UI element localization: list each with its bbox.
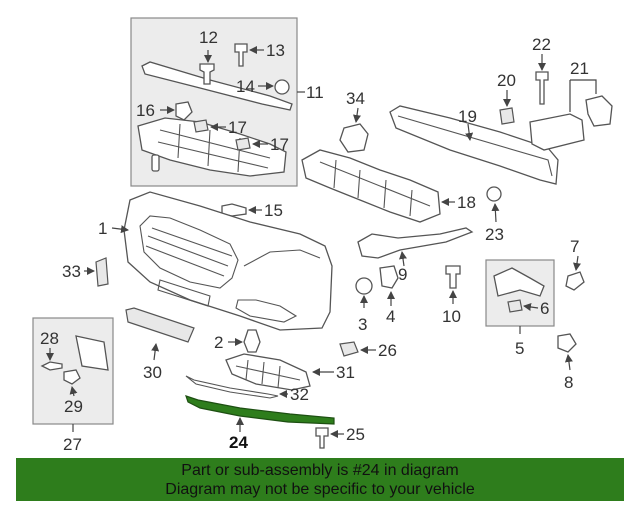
label-28[interactable]: 28 [40, 329, 59, 348]
corner-surface [243, 249, 321, 267]
label-20[interactable]: 20 [497, 71, 516, 90]
pin-2 [243, 329, 261, 353]
grille-bars [145, 227, 233, 277]
energy-absorber-upper [137, 117, 287, 177]
label-21[interactable]: 21 [570, 59, 589, 78]
leader-23 [491, 203, 500, 223]
bracket-21 [529, 113, 585, 151]
upper-strip [141, 61, 293, 111]
label-34[interactable]: 34 [346, 89, 365, 108]
label-25[interactable]: 25 [346, 425, 365, 444]
leader-7 [573, 255, 581, 271]
banner-line-2: Diagram may not be specific to your vehi… [165, 481, 475, 498]
screw-29 [63, 369, 81, 385]
clip-6 [507, 299, 523, 313]
label-11[interactable]: 11 [306, 83, 324, 102]
label-9[interactable]: 9 [398, 265, 407, 284]
label-16[interactable]: 16 [136, 101, 155, 120]
label-33[interactable]: 33 [62, 262, 81, 281]
label-17a[interactable]: 17 [228, 118, 247, 137]
label-26[interactable]: 26 [378, 341, 397, 360]
label-23[interactable]: 23 [485, 225, 504, 244]
clip-12 [199, 63, 215, 85]
fog-bezel-31 [225, 353, 311, 391]
retainer-4 [379, 265, 399, 289]
label-30[interactable]: 30 [143, 363, 162, 382]
leader-29 [69, 386, 78, 397]
leader-8 [564, 354, 573, 371]
label-14[interactable]: 14 [236, 77, 255, 96]
bolt-10 [445, 265, 461, 289]
bolt-22 [535, 71, 549, 105]
absorber-ribs [157, 123, 271, 173]
label-22[interactable]: 22 [532, 35, 551, 54]
leader-21 [569, 79, 597, 112]
leader-30 [151, 343, 160, 361]
label-4[interactable]: 4 [386, 307, 395, 326]
molding-32 [185, 375, 279, 399]
block-20 [499, 107, 515, 125]
label-8[interactable]: 8 [564, 373, 573, 392]
banner-line-1: Part or sub-assembly is #24 in diagram [181, 462, 459, 479]
label-12[interactable]: 12 [199, 28, 218, 47]
label-18[interactable]: 18 [457, 193, 476, 212]
label-2[interactable]: 2 [214, 333, 223, 352]
label-10[interactable]: 10 [442, 307, 461, 326]
fog-bezel-31-grid [235, 359, 301, 389]
leader-9 [399, 251, 407, 267]
plate-30 [125, 307, 195, 343]
label-3[interactable]: 3 [358, 315, 367, 334]
bracket-9 [357, 227, 474, 259]
leader-34 [353, 107, 361, 123]
leader-1 [111, 225, 129, 234]
label-7[interactable]: 7 [570, 237, 579, 256]
bracket-5 [493, 267, 545, 297]
screw-13 [234, 43, 248, 67]
bolt-25 [315, 427, 329, 449]
label-24[interactable]: 24 [229, 433, 248, 452]
label-1[interactable]: 1 [98, 219, 107, 238]
clip-small [151, 154, 160, 172]
label-6[interactable]: 6 [540, 299, 549, 318]
bracket-16 [175, 101, 193, 121]
leader-19 [465, 123, 474, 141]
bumper-fascia-1 [123, 191, 333, 331]
sensor-3 [355, 277, 373, 295]
bracket-34 [339, 123, 369, 153]
absorber-18-ribs [319, 159, 431, 217]
pad-17a [193, 119, 209, 133]
label-13[interactable]: 13 [266, 41, 285, 60]
pad-17b [235, 137, 251, 151]
label-15[interactable]: 15 [264, 201, 283, 220]
license-bracket [75, 335, 109, 371]
bolt-8 [557, 333, 577, 353]
screw-28 [40, 361, 63, 371]
label-32[interactable]: 32 [290, 385, 309, 404]
label-31[interactable]: 31 [336, 363, 355, 382]
label-17b[interactable]: 17 [270, 135, 289, 154]
energy-absorber-18 [301, 149, 441, 223]
bracket-21b [585, 95, 613, 127]
leader-6 [523, 303, 539, 311]
info-banner: Part or sub-assembly is #24 in diagram D… [16, 458, 624, 501]
nut-23 [486, 186, 502, 202]
nut-14 [274, 79, 290, 95]
bolt-7 [565, 271, 585, 291]
grille-opening [139, 215, 239, 289]
label-5[interactable]: 5 [515, 339, 524, 358]
deflector-24-highlighted[interactable] [185, 395, 335, 425]
pad-26 [339, 341, 359, 357]
label-27[interactable]: 27 [63, 435, 82, 454]
impact-bar-19-edge [397, 115, 553, 177]
label-19[interactable]: 19 [458, 107, 477, 126]
bracket-33 [95, 257, 109, 287]
label-29[interactable]: 29 [64, 397, 83, 416]
fog-opening-right [235, 299, 298, 323]
license-recess [157, 279, 211, 307]
